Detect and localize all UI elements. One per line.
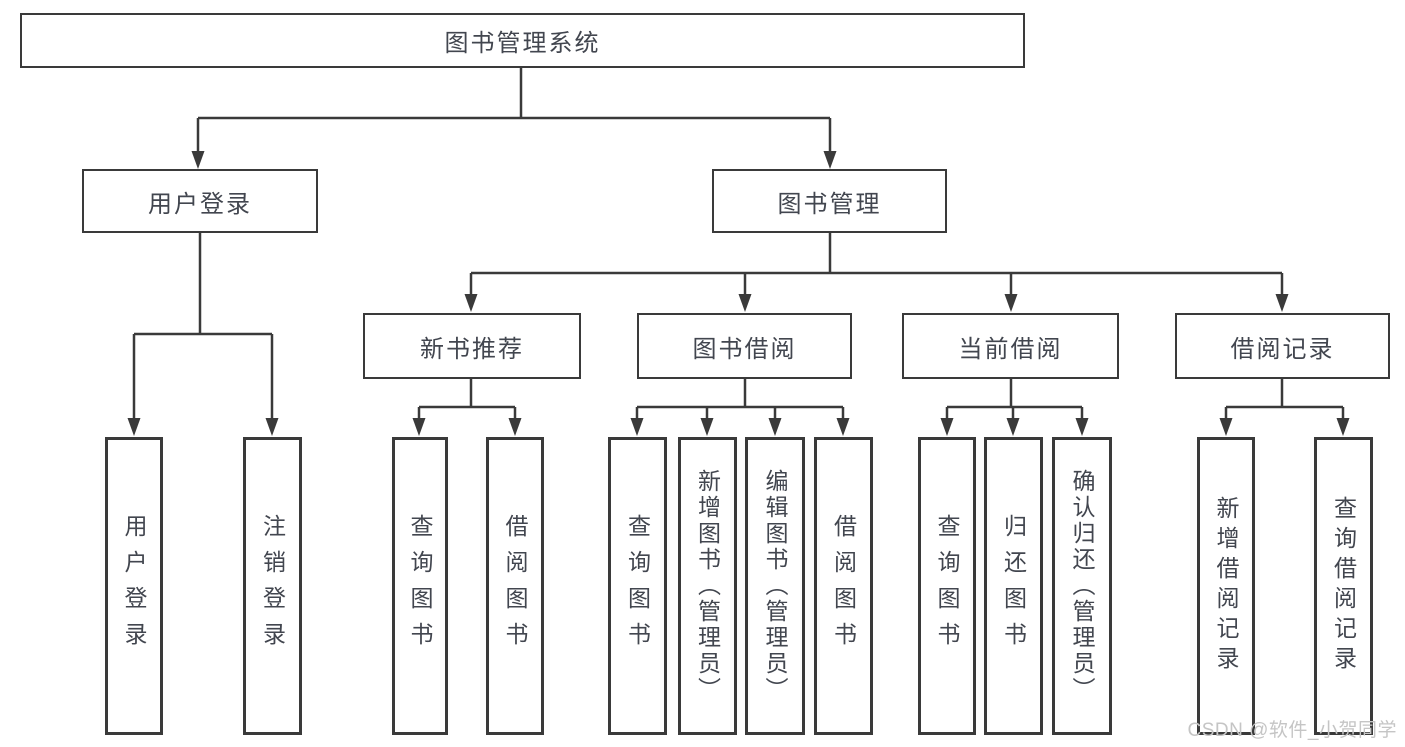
leaf-borrow-books-recommend: 借阅图书 — [486, 437, 544, 735]
leaf-query-books-recommend: 查询图书 — [392, 437, 448, 735]
leaf-logout: 注销登录 — [243, 437, 302, 735]
arrowhead-icon — [191, 151, 205, 169]
arrowhead-icon — [1336, 418, 1350, 436]
node-new-book-recommend: 新书推荐 — [363, 313, 581, 379]
leaf-query-books-current: 查询图书 — [918, 437, 976, 735]
arrowhead-icon — [1004, 294, 1018, 312]
leaf-add-borrow-record: 新增借阅记录 — [1197, 437, 1255, 735]
arrowhead-icon — [738, 294, 752, 312]
node-current-borrowing: 当前借阅 — [902, 313, 1119, 379]
arrowhead-icon — [1006, 418, 1020, 436]
node-user-login: 用户登录 — [82, 169, 318, 233]
arrowhead-icon — [265, 418, 279, 436]
arrowhead-icons — [127, 151, 1350, 436]
arrowhead-icon — [836, 418, 850, 436]
arrowhead-icon — [127, 418, 141, 436]
leaf-edit-books-admin: 编辑图书（管理员） — [745, 437, 805, 735]
arrowhead-icon — [1275, 294, 1289, 312]
node-root-library-system: 图书管理系统 — [20, 13, 1025, 68]
leaf-query-books-borrowing: 查询图书 — [608, 437, 667, 735]
arrowhead-icon — [1075, 418, 1089, 436]
arrowhead-icon — [630, 418, 644, 436]
arrowhead-icon — [1219, 418, 1233, 436]
node-borrowing-records: 借阅记录 — [1175, 313, 1390, 379]
arrowhead-icon — [823, 151, 837, 169]
arrowhead-icon — [412, 418, 426, 436]
leaf-add-books-admin: 新增图书（管理员） — [678, 437, 737, 735]
csdn-watermark: CSDN @软件_小贺同学 — [1187, 720, 1397, 741]
arrowhead-icon — [768, 418, 782, 436]
leaf-query-borrow-record: 查询借阅记录 — [1314, 437, 1373, 735]
leaf-borrow-books: 借阅图书 — [814, 437, 873, 735]
arrowhead-icon — [700, 418, 714, 436]
leaf-return-books: 归还图书 — [984, 437, 1043, 735]
node-book-management: 图书管理 — [712, 169, 947, 233]
connector-lines — [132, 68, 1345, 420]
arrowhead-icon — [508, 418, 522, 436]
leaf-user-login: 用户登录 — [105, 437, 163, 735]
node-book-borrowing: 图书借阅 — [637, 313, 852, 379]
leaf-confirm-return-admin: 确认归还（管理员） — [1052, 437, 1112, 735]
arrowhead-icon — [940, 418, 954, 436]
arrowhead-icon — [464, 294, 478, 312]
